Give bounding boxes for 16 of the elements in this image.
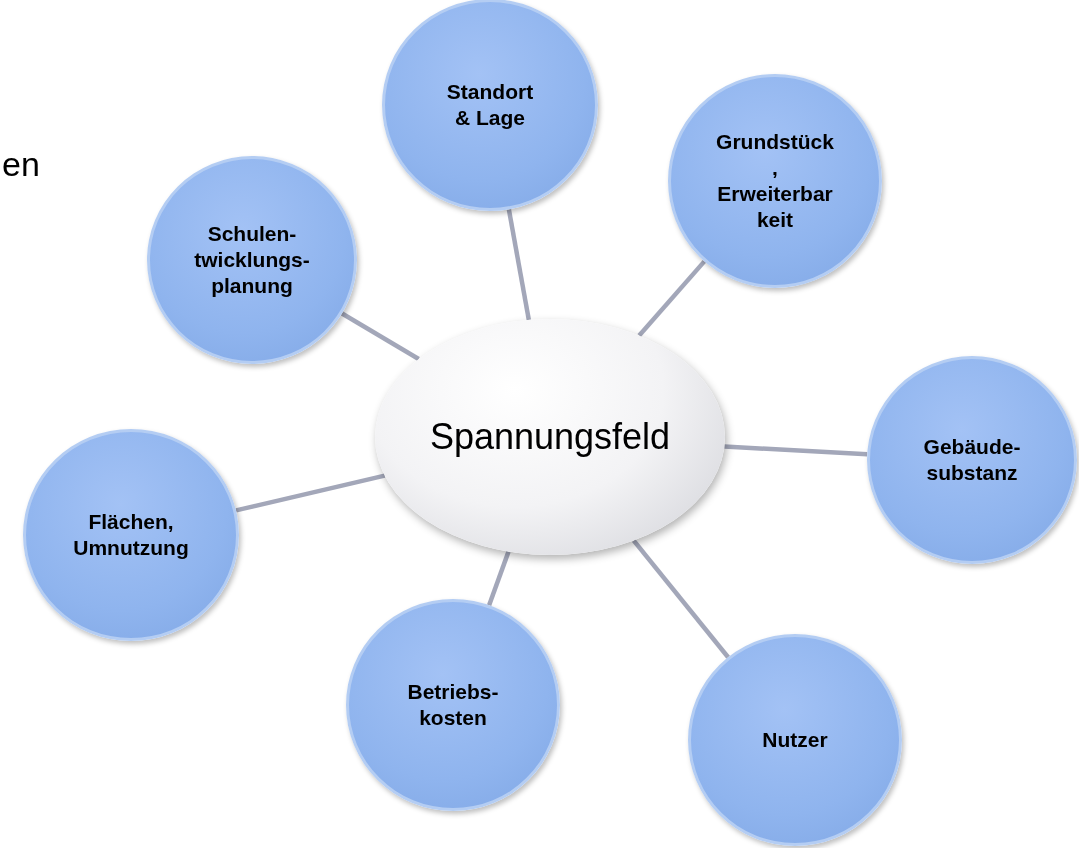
connector-line xyxy=(487,550,511,606)
node-label: Spannungsfeld xyxy=(429,416,671,458)
text-fragment: en xyxy=(2,145,40,184)
node-label: Schulen- twicklungs- planung xyxy=(194,220,310,300)
connector-line xyxy=(235,473,386,513)
connector-line xyxy=(340,311,420,361)
node-label: Nutzer xyxy=(762,726,828,753)
connector-line xyxy=(637,259,707,337)
connector-line xyxy=(506,208,532,321)
connector-line xyxy=(724,444,868,457)
node-label: Gebäude- substanz xyxy=(923,433,1021,486)
node-label: Betriebs- kosten xyxy=(407,678,499,731)
node-label: Standort & Lage xyxy=(446,78,534,131)
node-label: Flächen, Umnutzung xyxy=(73,508,189,561)
node-label: Grundstück , Erweiterbar keit xyxy=(716,128,834,234)
connector-line xyxy=(632,539,730,659)
